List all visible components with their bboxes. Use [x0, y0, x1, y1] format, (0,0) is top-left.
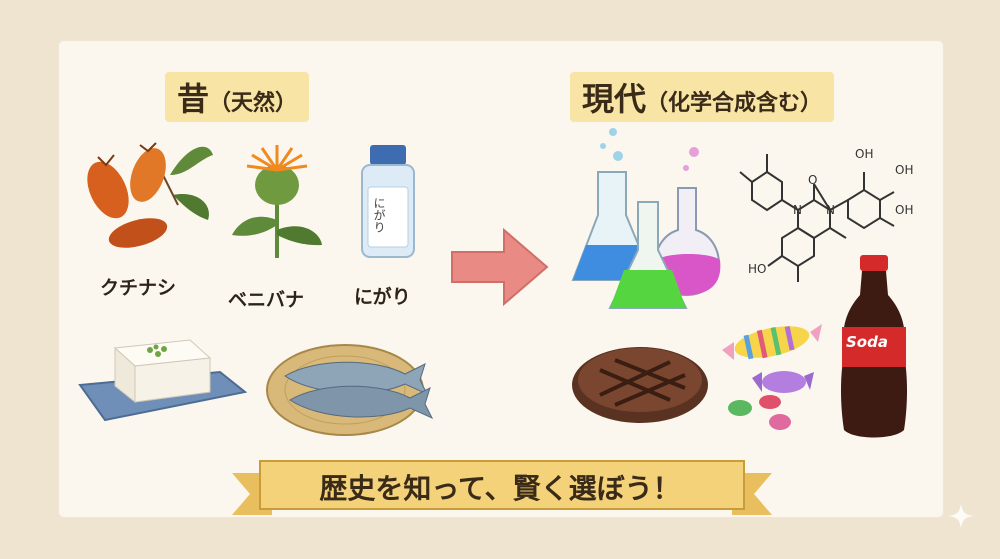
molecule-oh-4: HO — [748, 262, 767, 276]
banner-ribbon — [232, 460, 772, 515]
nigari-bottle-illustration — [361, 145, 415, 258]
molecule-oh-3: OH — [895, 203, 914, 217]
nigari-bottle-label: にがり — [372, 197, 386, 233]
banner-message: 歴史を知って、賢く選ぼう！ — [319, 472, 681, 505]
past-title: 昔（天然） — [165, 72, 310, 122]
caption-nigari: にがり — [354, 286, 411, 308]
modern-title-main: 現代 — [582, 80, 647, 118]
molecule-o: O — [808, 173, 818, 187]
past-title-main: 昔 — [177, 80, 210, 118]
molecule-illustration — [739, 154, 895, 282]
hamburg-steak-illustration — [572, 347, 708, 423]
soda-bottle-illustration — [841, 255, 907, 438]
fish-basket-illustration — [266, 344, 434, 436]
caption-benibana: ベニバナ — [228, 289, 305, 311]
molecule-n-2: N — [826, 203, 835, 217]
modern-title-sub: （化学合成含む） — [646, 91, 823, 116]
gardenia-illustration — [87, 142, 213, 248]
arrow-icon — [451, 227, 549, 307]
tofu-illustration — [78, 339, 248, 422]
flasks-illustration — [571, 128, 721, 309]
molecule-oh-1: OH — [855, 147, 874, 161]
candies-illustration — [722, 324, 822, 430]
safflower-illustration — [232, 145, 322, 258]
molecule-oh-2: OH — [895, 163, 914, 177]
molecule-n-1: N — [793, 203, 802, 217]
sparkle-icon — [948, 503, 974, 529]
caption-kuchinashi: クチナシ — [100, 277, 177, 299]
past-title-sub: （天然） — [209, 91, 298, 116]
modern-title: 現代（化学合成含む） — [570, 72, 835, 122]
soda-label: Soda — [846, 333, 888, 351]
